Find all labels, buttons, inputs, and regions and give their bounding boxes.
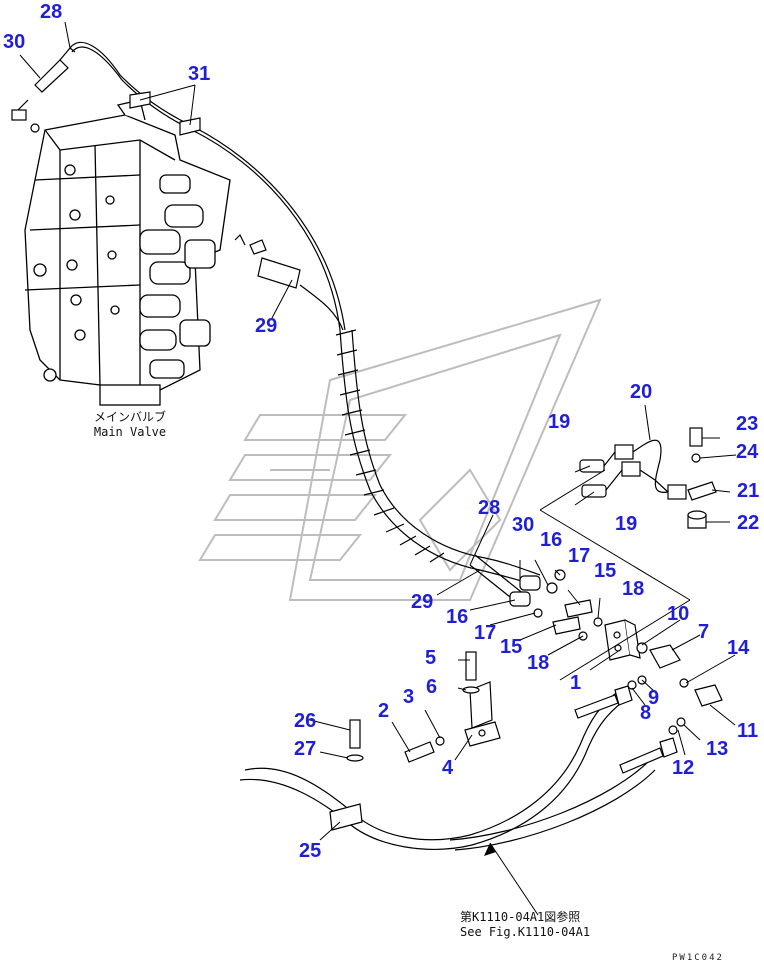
callout-24: 24 <box>736 441 759 463</box>
main-valve-drawing <box>24 99 231 406</box>
callout-10: 10 <box>667 603 690 625</box>
callout-8: 8 <box>640 702 652 724</box>
callout-29-upper: 29 <box>255 315 278 337</box>
callout-5: 5 <box>425 647 437 669</box>
callout-28-top: 28 <box>40 1 63 23</box>
main-valve-caption-jp: メインバルブ <box>93 410 166 424</box>
callout-31: 31 <box>188 63 211 85</box>
callout-4: 4 <box>442 757 454 779</box>
callout-27: 27 <box>294 738 317 760</box>
callout-1: 1 <box>570 672 582 694</box>
leader-lines <box>19 21 737 916</box>
callout-28-lower: 28 <box>478 497 501 519</box>
callout-26: 26 <box>294 710 317 732</box>
callout-17-lower: 17 <box>474 622 497 644</box>
callout-29-lower: 29 <box>411 591 434 613</box>
callout-18-upper: 18 <box>622 578 645 600</box>
callout-21: 21 <box>737 480 760 502</box>
callout-16-lower: 16 <box>446 606 469 628</box>
hose-clamp-assembly <box>329 719 364 831</box>
callout-13: 13 <box>706 738 729 760</box>
callout-22: 22 <box>737 512 760 534</box>
spiral-guard <box>335 329 445 563</box>
wiring-harness <box>579 427 717 529</box>
callout-15-upper: 15 <box>594 560 617 582</box>
callout-18-lower: 18 <box>527 652 550 674</box>
callout-30-lower: 30 <box>512 514 535 536</box>
callout-3: 3 <box>403 686 415 708</box>
callout-25: 25 <box>299 840 322 862</box>
callout-19-lower: 19 <box>615 513 638 535</box>
callout-7: 7 <box>698 621 710 643</box>
fittings-group <box>509 569 603 641</box>
main-valve-caption-en: Main Valve <box>93 425 167 439</box>
main-valve-caption: メインバルブ Main Valve <box>90 410 170 440</box>
callout-12: 12 <box>672 757 695 779</box>
callout-2: 2 <box>378 700 390 722</box>
callout-30-top: 30 <box>3 31 26 53</box>
callout-14: 14 <box>727 637 750 659</box>
callout-16-upper: 16 <box>540 529 563 551</box>
callout-6: 6 <box>426 676 438 698</box>
watermark-logo <box>198 298 602 601</box>
connector-block <box>604 619 723 707</box>
callout-15-lower: 15 <box>500 636 523 658</box>
long-bolts <box>574 685 686 774</box>
upper-fittings <box>11 47 301 289</box>
callout-17-upper: 17 <box>568 545 591 567</box>
drawing-code: PW1C042 <box>672 953 724 963</box>
callout-11: 11 <box>737 720 759 742</box>
reference-arrow <box>484 843 496 856</box>
detail-outline <box>539 469 691 681</box>
callout-19-upper: 19 <box>548 411 571 433</box>
hose-lines <box>69 41 656 851</box>
reference-caption-jp: 第K1110-04A1図参照 <box>460 910 581 924</box>
callout-20: 20 <box>630 381 653 403</box>
reference-caption: 第K1110-04A1図参照 See Fig.K1110-04A1 <box>460 910 590 940</box>
callout-9: 9 <box>648 687 660 709</box>
callout-23: 23 <box>736 413 759 435</box>
reference-caption-en: See Fig.K1110-04A1 <box>460 925 591 939</box>
mounting-bracket <box>404 651 501 763</box>
